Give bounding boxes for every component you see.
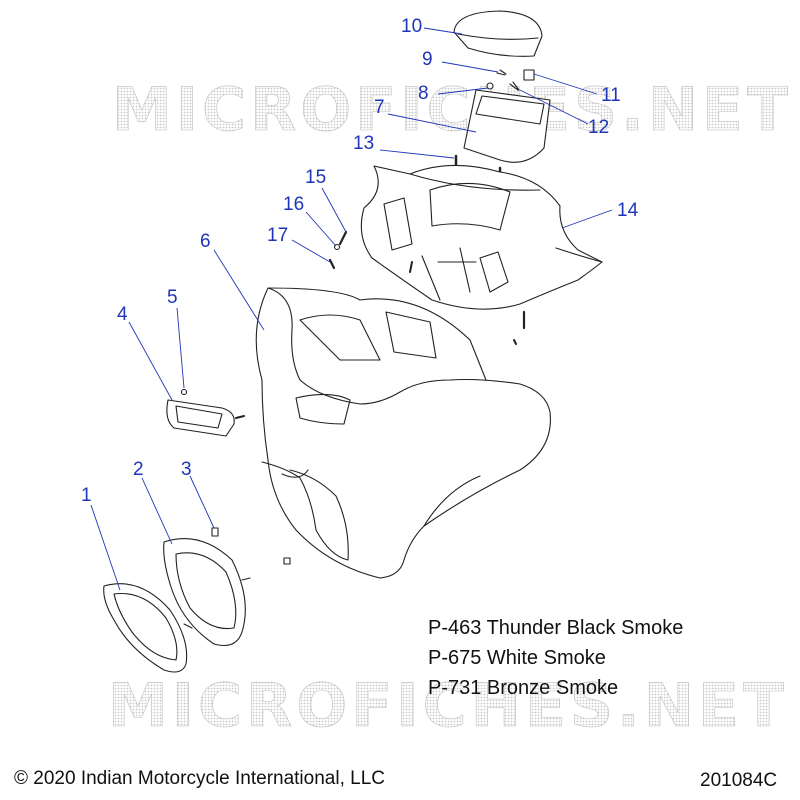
callout-3: 3 [181, 459, 192, 480]
part-headlight-trim [103, 583, 193, 673]
part-tray [463, 89, 551, 163]
part-headlight-ring [163, 538, 251, 647]
callout-13: 13 [353, 133, 375, 154]
copyright-text: © 2020 Indian Motorcycle International, … [14, 768, 385, 789]
callout-14: 14 [617, 200, 639, 221]
part-light-housing [166, 399, 245, 437]
drawing-number: 201084C [700, 770, 778, 791]
callout-12: 12 [588, 117, 610, 138]
part-inner-fairing [360, 164, 603, 310]
part-clip-3 [211, 527, 291, 565]
callout-2: 2 [133, 459, 144, 480]
watermark-top: MICROFICHES.NET [112, 75, 792, 145]
part-screw-5 [180, 388, 188, 396]
legend-item-thunder-black: P-463 Thunder Black Smoke [428, 617, 684, 639]
part-outer-fairing [255, 287, 551, 579]
callout-10: 10 [401, 16, 423, 37]
callout-4: 4 [117, 304, 128, 325]
callout-11: 11 [601, 85, 621, 106]
part-fasteners-upper [486, 81, 520, 91]
part-lid [453, 10, 543, 57]
callout-15: 15 [305, 167, 327, 188]
callout-1: 1 [81, 485, 92, 506]
callout-5: 5 [167, 287, 178, 308]
callout-8: 8 [418, 83, 429, 104]
leader-lines [90, 27, 613, 591]
callout-7: 7 [374, 97, 385, 118]
callout-6: 6 [200, 231, 211, 252]
callout-16: 16 [283, 194, 305, 215]
legend-item-white-smoke: P-675 White Smoke [428, 647, 606, 669]
callout-17: 17 [267, 225, 289, 246]
watermark-bottom: MICROFICHES.NET [108, 671, 788, 741]
callout-9: 9 [422, 49, 433, 70]
legend-item-bronze-smoke: P-731 Bronze Smoke [428, 677, 619, 699]
part-hinge [496, 69, 535, 81]
